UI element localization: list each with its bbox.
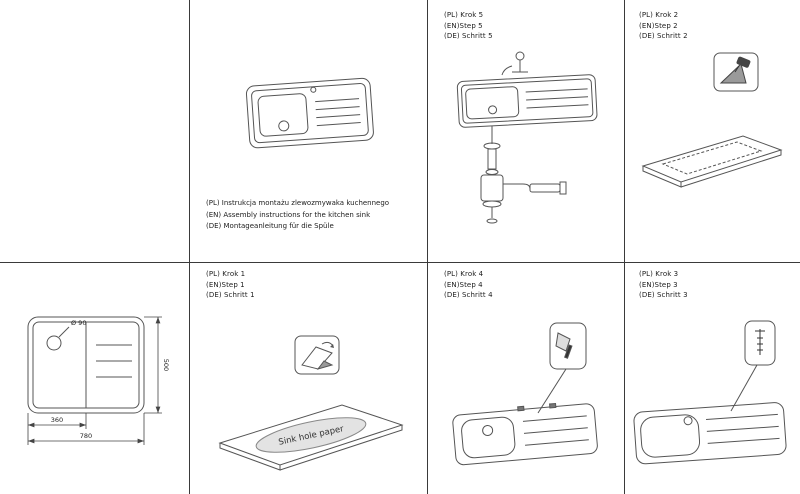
sink-top [456,74,598,128]
step3-drawing [633,320,787,465]
sink-outline [452,403,598,466]
callout-box [713,52,759,92]
panel-step5: (PL) Krok 5 (EN)Step 5 (DE) Schritt 5 [428,0,625,263]
step4-label-pl: (PL) Krok 4 [444,270,484,278]
step2-label-pl: (PL) Krok 2 [639,11,679,19]
dim-overall-width-label: 780 [80,432,92,440]
step3-label-de: (DE) Schritt 3 [639,291,688,299]
mounting-clip-icon [555,332,573,359]
panel-dimensions: Ø 90 360 780 500 [0,263,190,494]
callout-box [294,335,340,375]
panel-step4: (PL) Krok 4 (EN)Step 4 (DE) Schritt 4 [428,263,625,494]
step4-label-de: (DE) Schritt 4 [444,291,493,299]
step5-label-de: (DE) Schritt 5 [444,32,493,40]
detail-callout-box [549,322,587,370]
sink-underside [633,402,787,465]
dimension-lines [27,316,162,445]
drain-hole [46,335,62,351]
step4-label-en: (EN)Step 4 [444,280,483,289]
step2-worktop-drawing [641,135,783,188]
title-line-pl: (PL) Instrukcja montażu zlewozmywaka kuc… [206,199,390,207]
sink-underside [452,402,598,466]
sink-outline [633,402,787,465]
outlet-pipe [529,183,561,193]
drain-leader-line [58,326,70,338]
worktop-face [641,135,783,183]
screw-icon [755,329,765,355]
jigsaw-cut-icon [719,56,751,84]
step4-drawing [452,322,598,466]
title-block: (PL) Instrukcja montażu zlewozmywaka kuc… [206,198,389,233]
step1-paper-drawing: Sink hole paper [218,404,404,471]
step5-header: (PL) Krok 5 (EN)Step 5 (DE) Schritt 5 [444,10,493,42]
step2-label-en: (EN)Step 2 [639,21,678,30]
sink-top-view [245,77,374,149]
clip-mark [517,405,525,412]
callout-box [549,322,587,370]
sink-basin [465,86,520,120]
step2-tool-callout [713,52,759,92]
sink-hole-paper-label: Sink hole paper [255,417,367,453]
drain-trap-assembly [480,126,567,224]
sink-outline [456,74,598,128]
faucet [501,51,528,76]
step1-label-pl: (PL) Krok 1 [206,270,246,278]
step2-label-de: (DE) Schritt 2 [639,32,688,40]
dimension-drawing: Ø 90 360 780 500 [27,316,170,445]
drain-hole [488,105,498,115]
sink-overview-drawing [245,77,374,149]
label-oval [255,417,367,453]
step1-label-en: (EN)Step 1 [206,280,245,289]
panel-step3: (PL) Krok 3 (EN)Step 3 (DE) Schritt 3 [625,263,800,494]
clip-mark [549,402,557,409]
title-line-en: (EN) Assembly instructions for the kitch… [206,210,371,219]
sink-rim [251,82,369,144]
sink-cutout-dashed [661,141,763,175]
step4-header: (PL) Krok 4 (EN)Step 4 (DE) Schritt 4 [444,269,493,301]
step2-header: (PL) Krok 2 (EN)Step 2 (DE) Schritt 2 [639,10,688,42]
basin-underside [640,414,701,458]
callout-box [744,320,776,366]
step3-header: (PL) Krok 3 (EN)Step 3 (DE) Schritt 3 [639,269,688,301]
dim-basin-width-label: 360 [51,416,63,424]
step5-label-pl: (PL) Krok 5 [444,11,484,19]
basin-underside [461,416,516,459]
step1-header: (PL) Krok 1 (EN)Step 1 (DE) Schritt 1 [206,269,255,301]
panel-step1: (PL) Krok 1 (EN)Step 1 (DE) Schritt 1 [190,263,428,494]
step5-label-en: (EN)Step 5 [444,21,483,30]
panel-blank [0,0,190,263]
leader-line [537,368,567,414]
panel-step2: (PL) Krok 2 (EN)Step 2 (DE) Schritt 2 [625,0,800,263]
sink-plan [27,316,145,414]
step3-label-pl: (PL) Krok 3 [639,270,679,278]
peel-sticker-icon [301,341,334,370]
step1-label-de: (DE) Schritt 1 [206,291,255,299]
panel-title: (PL) Instrukcja montażu zlewozmywaka kuc… [190,0,428,263]
title-line-de: (DE) Montageanleitung für die Spüle [206,222,334,231]
drain-hole [278,120,290,132]
drain-hole [482,425,494,437]
sink-rim [460,78,594,124]
step5-drawing [456,51,598,224]
drain-hole [683,416,693,426]
sink-outline [245,77,374,149]
dim-depth-label: 500 [162,359,170,371]
tap-hole [310,86,317,93]
bottle-trap [480,174,504,202]
leader-line [730,364,758,412]
paper-board [218,404,404,471]
step1-tool-callout [294,335,340,375]
detail-callout-box [744,320,776,366]
worktop [641,135,783,188]
sink-basin [257,93,309,137]
dim-drain-label: Ø 90 [71,319,86,327]
dimension-labels: Ø 90 360 780 500 [51,319,170,440]
step3-label-en: (EN)Step 3 [639,280,678,289]
